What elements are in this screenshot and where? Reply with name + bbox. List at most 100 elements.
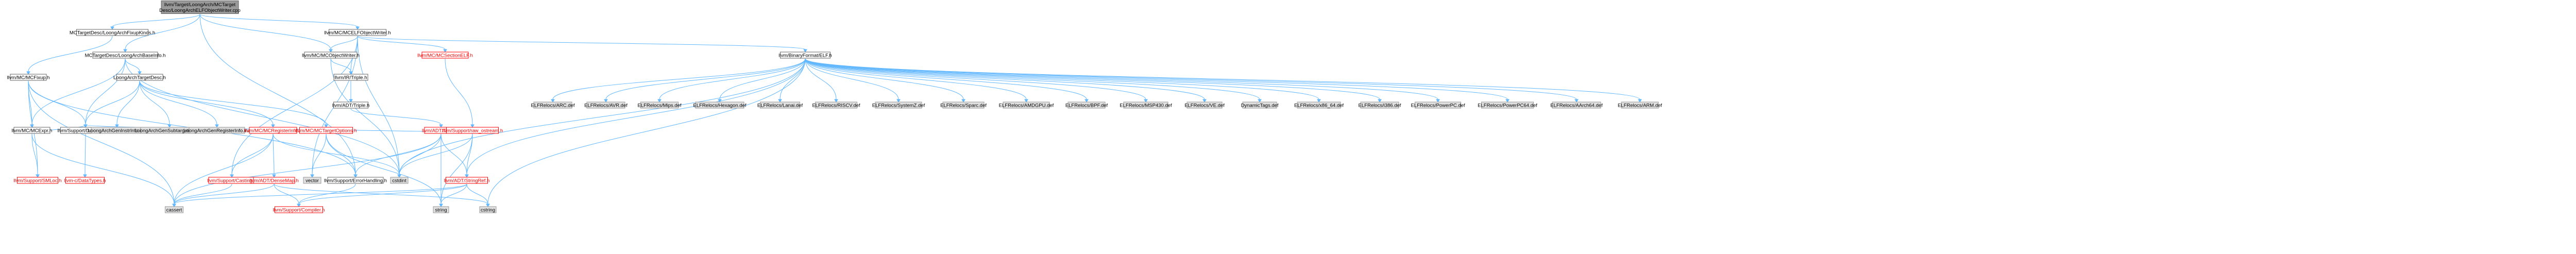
node-label-densemap: llvm/ADT/DenseMap.h xyxy=(249,178,298,184)
node-label-mcfixup: llvm/MC/MCFixup.h xyxy=(7,75,50,81)
node-box-mcexpr xyxy=(13,127,50,134)
node-box-vector xyxy=(303,177,321,184)
node-llvmdatatypes[interactable]: llvm-c/DataTypes.h xyxy=(64,177,106,184)
node-box-msp430def xyxy=(1123,101,1168,109)
node-label-i386def: ELFRelocs/i386.def xyxy=(1359,103,1401,109)
node-hexagondef: ELFRelocs/Hexagon.def xyxy=(693,101,747,109)
node-label-hexagondef: ELFRelocs/Hexagon.def xyxy=(693,103,747,109)
node-baseinfo[interactable]: MCTargetDesc/LoongArchBaseInfo.h xyxy=(85,52,166,59)
arrowhead-irtriple-to-adttriple xyxy=(349,99,353,103)
node-casting[interactable]: llvm/Support/Casting.h xyxy=(207,177,257,184)
node-label-lanaidef: ELFRelocs/Lanai.def xyxy=(757,103,803,109)
node-avrdef: ELFRelocs/AVR.def xyxy=(584,101,628,109)
edge-stringref-to-cstring xyxy=(466,183,488,205)
node-label-irtriple: llvm/IR/Triple.h xyxy=(335,75,367,81)
node-systemzdef: ELFRelocs/SystemZ.def xyxy=(872,101,925,109)
edge-rawostream-to-cstdint xyxy=(399,133,473,175)
node-mcsectionelf[interactable]: llvm/MC/MCSectionELF.h xyxy=(417,52,473,59)
edge-stringref-to-compiler xyxy=(298,183,467,205)
node-mcobjectwriter[interactable]: llvm/MC/MCObjectWriter.h xyxy=(302,52,360,59)
node-label-smloc: llvm/Support/SMLoc.h xyxy=(14,178,62,184)
node-mcelfobjectwriter[interactable]: llvm/MC/MCELFObjectWriter.h xyxy=(324,29,391,36)
arrowhead-stringref-to-cassert xyxy=(172,204,176,207)
node-label-mipsdef: ELFRelocs/Mips.def xyxy=(637,103,681,109)
node-label-aarch64def: ELFRelocs/AArch64.def xyxy=(1550,103,1603,109)
node-stringref[interactable]: llvm/ADT/StringRef.h xyxy=(444,177,490,184)
node-label-string: string xyxy=(435,208,447,213)
edge-binaryelf-to-cstring xyxy=(487,58,806,205)
node-binaryelf[interactable]: llvm/BinaryFormat/ELF.h xyxy=(778,52,832,59)
node-box-irtriple xyxy=(333,74,368,81)
node-cstdint: cstdint xyxy=(390,177,409,184)
node-box-rawostream xyxy=(446,127,499,134)
node-box-ppcdef xyxy=(1415,101,1461,109)
arrowhead-mcelfobjectwriter-to-casting xyxy=(230,174,234,178)
edge-binaryelf-to-arcdef xyxy=(552,58,806,100)
edge-mcregisterinfo-to-densemap xyxy=(273,133,275,175)
arrowhead-baseinfo-to-mcexpr xyxy=(30,124,34,128)
node-label-dynamictags: DynamicTags.def xyxy=(1241,103,1279,109)
node-mcregisterinfo[interactable]: llvm/MC/MCRegisterInfo.h xyxy=(245,127,302,134)
node-box-sparcdef xyxy=(942,101,985,109)
node-label-datatypes: llvm/Support/DataTypes.h xyxy=(58,128,114,134)
edge-binaryelf-to-stringref xyxy=(466,58,806,175)
arrowhead-mcelfobjectwriter-to-mcsectionelf xyxy=(443,49,447,53)
node-sparcdef: ELFRelocs/Sparc.def xyxy=(940,101,987,109)
edge-mctargetoptions-to-vector xyxy=(312,133,327,175)
edge-mcobjectwriter-to-irtriple xyxy=(330,58,351,72)
node-label-casting: llvm/Support/Casting.h xyxy=(207,178,257,184)
edge-layer xyxy=(26,14,1642,207)
node-label-root: Desc/LoongArchELFObjectWriter.cpp xyxy=(159,8,241,13)
node-label-systemzdef: ELFRelocs/SystemZ.def xyxy=(872,103,925,109)
node-compiler[interactable]: llvm/Support/Compiler.h xyxy=(273,206,325,213)
edge-baseinfo-to-datatypes xyxy=(85,58,126,125)
node-label-amdgpudef: ELFRelocs/AMDGPU.def xyxy=(999,103,1054,109)
arrowhead-root-to-fixupkinds xyxy=(110,26,114,30)
node-layer: llvm/Target/LoongArch/MCTargetDesc/Loong… xyxy=(7,1,1662,213)
edge-adttwine-to-cstdint xyxy=(399,133,442,175)
arrowhead-binaryelf-to-arcdef xyxy=(551,99,555,103)
node-box-string xyxy=(433,206,449,213)
node-label-mcsectionelf: llvm/MC/MCSectionELF.h xyxy=(417,53,473,59)
node-densemap[interactable]: llvm/ADT/DenseMap.h xyxy=(249,177,299,184)
node-label-compiler: llvm/Support/Compiler.h xyxy=(273,208,325,213)
node-label-avrdef: ELFRelocs/AVR.def xyxy=(584,103,628,109)
arrowhead-binaryelf-to-dynamictags xyxy=(1258,99,1262,103)
node-label-adttwine: llvm/ADT/Twine.h xyxy=(422,128,460,134)
node-label-root: llvm/Target/LoongArch/MCTarget xyxy=(164,2,236,8)
node-mcexpr[interactable]: llvm/MC/MCExpr.h xyxy=(12,127,53,134)
node-label-errorhandling: llvm/Support/ErrorHandling.h xyxy=(324,178,387,184)
node-errorhandling[interactable]: llvm/Support/ErrorHandling.h xyxy=(324,177,387,184)
arrowhead-mcobjectwriter-to-irtriple xyxy=(349,71,353,75)
arrowhead-binaryelf-to-amdgpudef xyxy=(1024,99,1028,103)
node-label-rawostream: llvm/Support/raw_ostream.h xyxy=(442,128,503,134)
edge-targetdesc-to-gensubtarget xyxy=(139,80,170,125)
node-adttriple[interactable]: llvm/ADT/Triple.h xyxy=(332,101,370,109)
node-fixupkinds[interactable]: MCTargetDesc/LoongArchFixupKinds.h xyxy=(70,29,155,36)
node-label-fixupkinds: MCTargetDesc/LoongArchFixupKinds.h xyxy=(70,30,155,36)
node-irtriple[interactable]: llvm/IR/Triple.h xyxy=(333,74,368,81)
node-rawostream[interactable]: llvm/Support/raw_ostream.h xyxy=(442,127,503,134)
node-label-cstring: cstring xyxy=(481,208,495,213)
arrowhead-targetdesc-to-geninstrinfo xyxy=(115,124,119,128)
node-targetdesc[interactable]: LoongArchTargetDesc.h xyxy=(113,74,166,81)
node-label-genregister: LoongArchGenRegisterInfo.inc xyxy=(183,128,250,134)
node-i386def: ELFRelocs/i386.def xyxy=(1359,101,1401,109)
node-mctargetoptions[interactable]: llvm/MC/MCTargetOptions.h xyxy=(296,127,357,134)
node-mcfixup[interactable]: llvm/MC/MCFixup.h xyxy=(7,74,50,81)
arrowhead-fixupkinds-to-mcfixup xyxy=(26,71,30,75)
node-x8664def: ELFRelocs/x86_64.def xyxy=(1294,101,1344,109)
node-label-arcdef: ELFRelocs/ARC.def xyxy=(531,103,574,109)
arrowhead-binaryelf-to-riscvdef xyxy=(834,99,838,103)
edge-fixupkinds-to-mcfixup xyxy=(28,36,113,72)
arrowhead-targetdesc-to-gensubtarget xyxy=(167,124,172,128)
arrowhead-mcexpr-to-smloc xyxy=(36,174,40,178)
arrowhead-stringref-to-string xyxy=(439,204,443,207)
node-label-mctargetoptions: llvm/MC/MCTargetOptions.h xyxy=(296,128,357,134)
node-smloc[interactable]: llvm/Support/SMLoc.h xyxy=(14,177,62,184)
node-box-arcdef xyxy=(533,101,572,109)
node-box-mipsdef xyxy=(640,101,679,109)
node-box-cassert xyxy=(165,206,183,213)
node-box-adttriple xyxy=(333,101,368,109)
arrowhead-targetdesc-to-genregister xyxy=(215,124,219,128)
